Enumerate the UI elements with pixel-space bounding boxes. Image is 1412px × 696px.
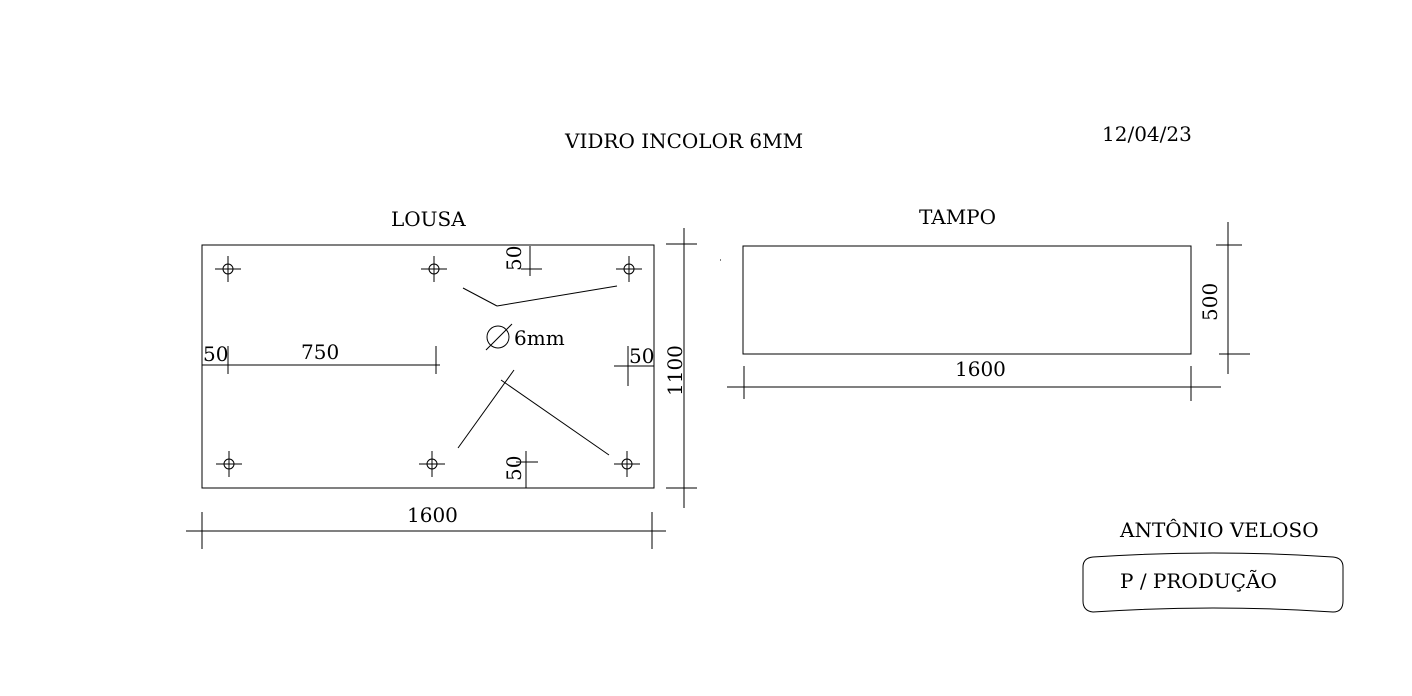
dim-offset-top: 50 (502, 246, 526, 271)
drawing-title: VIDRO INCOLOR 6MM (564, 129, 803, 153)
hole-bottom-center (419, 451, 445, 477)
tampo-label: TAMPO (919, 205, 996, 229)
dim-offset-right-lines (614, 346, 654, 386)
dim-height: 1100 (663, 345, 687, 396)
lousa-label: LOUSA (391, 207, 466, 231)
tampo-dim-width-lines (727, 366, 1221, 401)
hole-bottom-right (614, 451, 640, 477)
hole-top-left (215, 256, 241, 282)
dim-offset-right: 50 (629, 344, 654, 368)
tampo-outline (742, 245, 1192, 355)
author-name: ANTÔNIO VELOSO (1119, 517, 1319, 542)
dim-width: 1600 (407, 503, 458, 527)
diameter-symbol-icon (485, 323, 513, 351)
production-stamp: P / PRODUÇÃO (1120, 569, 1277, 593)
hole-bottom-left (216, 451, 242, 477)
dim-offset-bottom-lines (516, 451, 538, 488)
tampo-dim-height: 500 (1198, 283, 1222, 321)
tampo-panel: TAMPO 500 1600 (727, 205, 1250, 401)
hole-leader-lines (457, 285, 618, 456)
dim-spacing: 750 (301, 340, 339, 364)
dim-offset-left: 50 (203, 342, 228, 366)
hole-top-right (616, 256, 642, 282)
dim-width-lines (186, 512, 666, 549)
dim-height-lines (666, 228, 697, 508)
dim-offset-bottom: 50 (502, 456, 526, 481)
dim-spacing-lines (202, 346, 440, 374)
hole-diameter-label: 6mm (514, 326, 565, 350)
production-stamp-outline (1082, 552, 1344, 613)
dim-offset-top-lines (521, 246, 542, 276)
lousa-panel: LOUSA (186, 207, 697, 549)
lousa-outline (201, 244, 655, 489)
tampo-dim-width: 1600 (955, 357, 1006, 381)
drawing-date: 12/04/23 (1102, 122, 1192, 146)
tampo-dim-height-lines (1216, 222, 1250, 374)
hole-top-center (421, 256, 447, 282)
